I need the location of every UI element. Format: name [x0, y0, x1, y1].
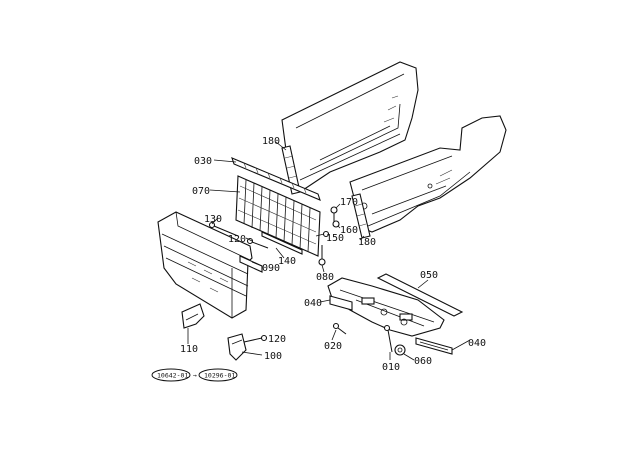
bolt-080	[318, 245, 326, 266]
strap-140	[261, 231, 303, 255]
callout-130: 130	[204, 214, 222, 225]
lower-side-panel	[349, 115, 507, 233]
callout-150: 150	[326, 233, 344, 244]
front-nose-housing	[157, 211, 253, 319]
serial-to: 10296-01	[204, 372, 235, 380]
callout-110: 110	[180, 344, 198, 355]
callout-120-upper: 120	[228, 234, 246, 245]
bracket-040-left	[329, 295, 353, 311]
support-bar	[376, 273, 464, 317]
callout-010: 010	[382, 362, 400, 373]
front-grille	[235, 175, 321, 257]
nut-060	[394, 344, 406, 356]
bracket-110	[181, 303, 205, 329]
bolt-120-lower	[243, 334, 268, 343]
callout-140: 140	[278, 256, 296, 267]
callout-040-left: 040	[304, 298, 322, 309]
callout-070: 070	[192, 186, 210, 197]
callout-180-lower: 180	[358, 237, 376, 248]
washer-160	[332, 220, 340, 228]
callout-160: 160	[340, 225, 358, 236]
callout-100: 100	[264, 351, 282, 362]
callout-020: 020	[324, 341, 342, 352]
bolt-020	[332, 322, 347, 335]
callout-120-lower: 120	[268, 334, 286, 345]
filler-strip-lower	[351, 193, 371, 239]
callout-050: 050	[420, 270, 438, 281]
leader-lines	[187, 141, 471, 361]
serial-from: 10642-01	[157, 372, 188, 380]
bolt-010	[383, 324, 393, 353]
serial-range: 10642-01 → 10296-01	[151, 368, 238, 382]
bracket-040-right	[415, 337, 453, 355]
callout-040-right: 040	[468, 338, 486, 349]
callout-170: 170	[340, 197, 358, 208]
callout-030: 030	[194, 156, 212, 167]
callout-090: 090	[262, 263, 280, 274]
callout-060: 060	[414, 356, 432, 367]
bolt-130	[208, 221, 239, 237]
bracket-100	[227, 333, 247, 361]
serial-arrow: →	[193, 372, 197, 380]
bolt-170	[330, 206, 338, 222]
callout-180-upper: 180	[262, 136, 280, 147]
callout-080: 080	[316, 272, 334, 283]
